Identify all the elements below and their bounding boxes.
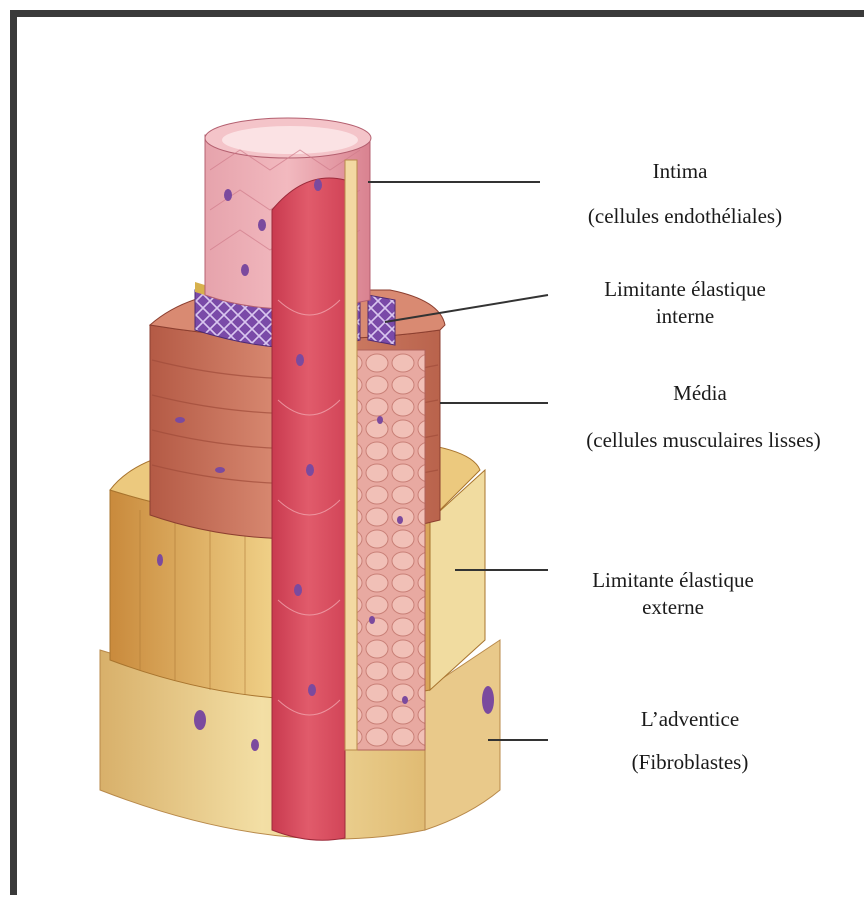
adventice-detail-label: (Fibroblastes) [590, 749, 790, 775]
lumen-wall [272, 160, 357, 840]
intima-label: Intima [600, 158, 760, 184]
limitante-interne-label: Limitante élastique [560, 276, 810, 302]
limitante-externe-detail-label: externe [548, 594, 798, 620]
media-label: Média [620, 380, 780, 406]
adventice-label: L’adventice [590, 706, 790, 732]
limitante-interne-detail-label: interne [560, 303, 810, 329]
intima-detail-label: (cellules endothéliales) [550, 203, 820, 229]
limitante-externe-label: Limitante élastique [548, 567, 798, 593]
media-detail-label: (cellules musculaires lisses) [551, 427, 856, 453]
